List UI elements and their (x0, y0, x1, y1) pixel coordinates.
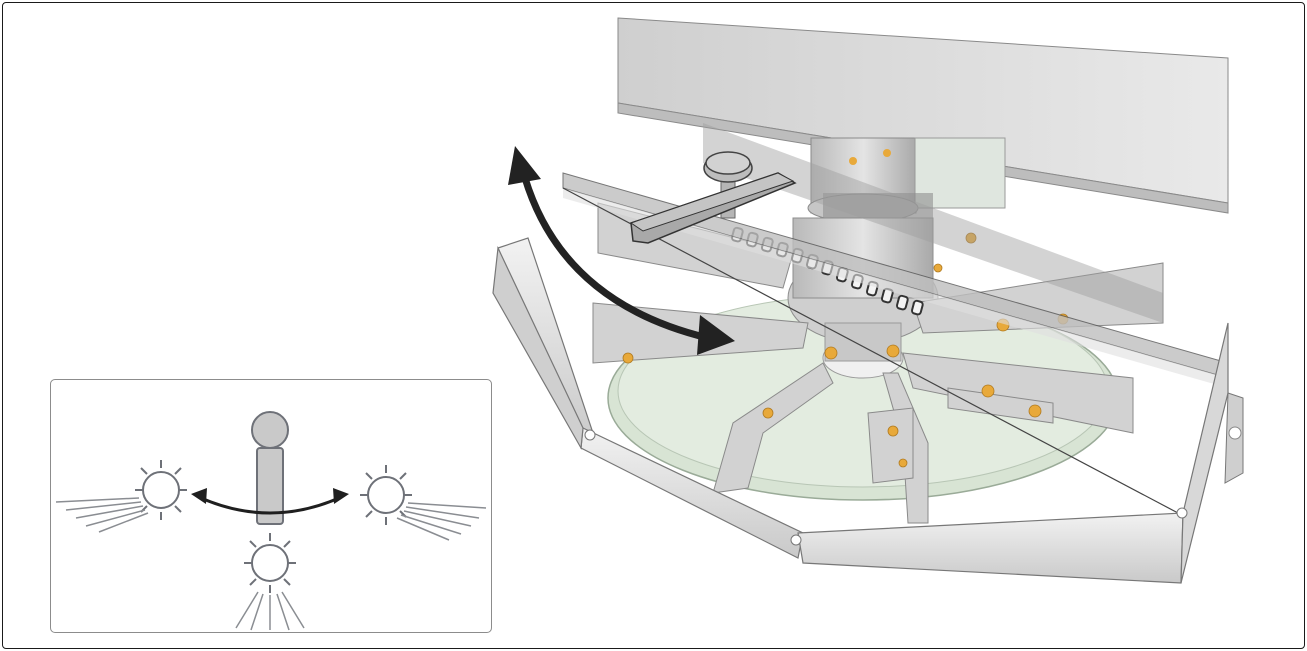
spray-center (235, 591, 305, 631)
adjustment-lever (629, 151, 797, 244)
guard-plate (562, 123, 1229, 514)
spray-right (396, 502, 487, 541)
lever-schematic-icon (251, 411, 289, 525)
pattern-arrow (191, 488, 349, 515)
deflector-skirt (492, 237, 1244, 584)
spreader-illustration (492, 17, 1244, 584)
inset-illustration (55, 411, 487, 631)
spray-left (55, 497, 149, 533)
adjustment-arrow (508, 146, 735, 355)
disc-right-icon (360, 465, 412, 525)
disc-left-icon (135, 460, 187, 520)
spread-pattern-inset (50, 379, 492, 633)
motor-housing (807, 137, 1006, 233)
disc-center-icon (244, 533, 296, 593)
